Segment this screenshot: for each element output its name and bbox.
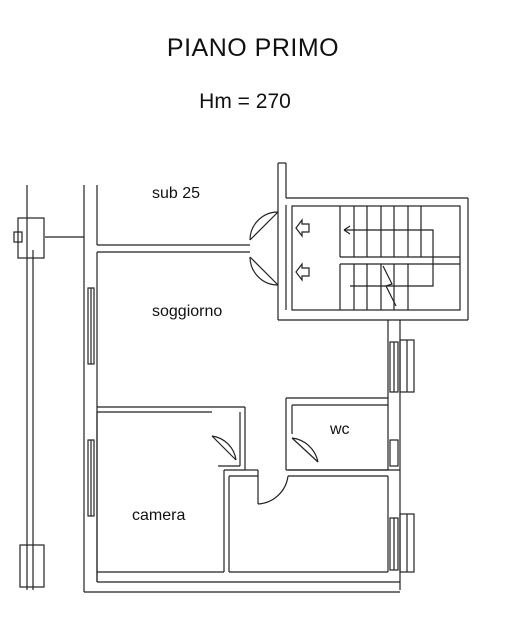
room-label-sub: sub 25 [152,185,200,202]
wall-marker-bottom [19,544,45,588]
stair-walkline [344,229,434,287]
arrow-up-icon [295,218,310,238]
wall-marker-top [17,217,45,259]
window-right-wc [389,439,399,467]
room-label-bedroom: camera [132,507,185,524]
plan-title: PIANO PRIMO [166,34,340,62]
arrow-up-icon-2 [295,262,310,282]
wall-marker-top-notch [13,231,23,243]
door-leaf-bottom [249,256,279,286]
camera-door-leaf [211,435,237,461]
door-leaf-top [249,211,279,241]
stair-inner-box [291,205,461,311]
door-swing-top [249,211,279,241]
hall-door-swing [257,475,289,505]
plan-height-label: Hm = 270 [199,90,291,113]
stair-break [382,265,397,307]
wc-door-leaf [291,437,319,463]
door-swing-bottom [249,256,279,286]
wc-door-swing [291,437,319,463]
room-label-living: soggiorno [152,303,222,320]
camera-door-swing [211,435,237,461]
room-label-wc: wc [329,421,350,438]
